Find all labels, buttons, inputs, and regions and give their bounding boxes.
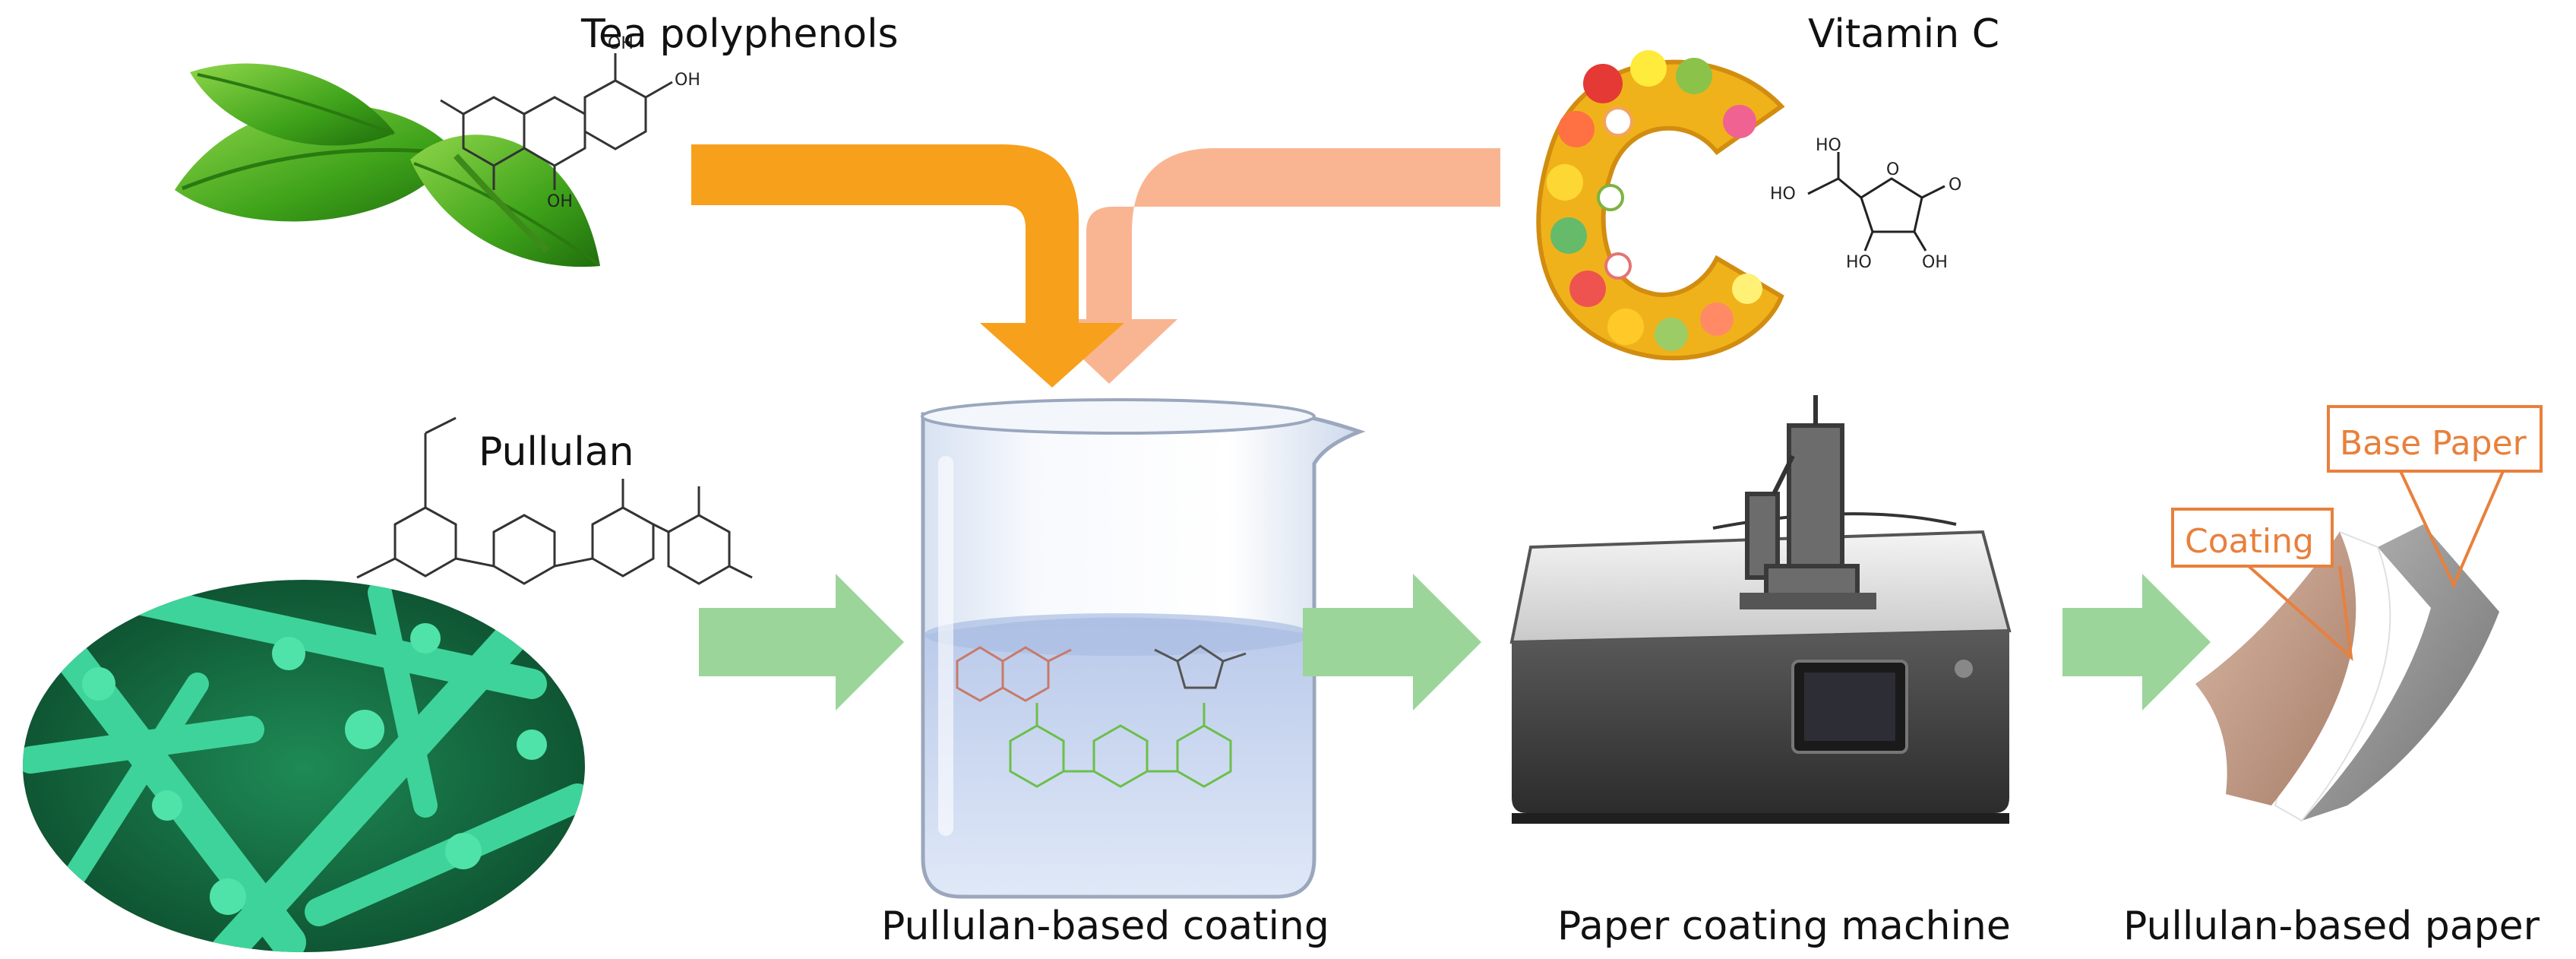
vitamin-c-label: Vitamin C (1808, 11, 1999, 57)
flow-arrow-2 (1303, 574, 1481, 711)
pullulan-based-coating-label: Pullulan-based coating (881, 904, 1329, 949)
vitc-ho-label-1: HO (1816, 136, 1841, 155)
vitc-o-label-2: O (1949, 176, 1961, 195)
base-paper-callout-label: Base Paper (2340, 424, 2527, 463)
vitamin-c-fruit-icon (1536, 50, 1785, 361)
base-paper-callout: Base Paper (2327, 405, 2543, 589)
paper-coating-machine-label: Paper coating machine (1557, 904, 2011, 949)
tea-oh-label-3: OH (547, 192, 573, 211)
beaker-icon (921, 398, 1366, 899)
tea-oh-label-2: OH (675, 71, 700, 90)
flow-arrow-3 (2062, 574, 2211, 711)
flow-arrow-1 (699, 574, 904, 711)
coating-machine-icon (1509, 395, 2012, 824)
vitc-ho-label-3: HO (1846, 253, 1872, 272)
tea-molecule-in-liquid (956, 646, 1072, 702)
vitamin-c-structure (1807, 152, 1945, 252)
tea-polyphenol-structure (440, 53, 673, 190)
pullulan-based-paper-label: Pullulan-based paper (2123, 904, 2540, 949)
microbe-micrograph-icon (23, 580, 585, 952)
vitc-oh-label: OH (1922, 253, 1948, 272)
tea-oh-label-1: OH (608, 34, 634, 53)
coating-callout: Coating (2171, 508, 2353, 662)
pullulan-molecule-in-liquid (1009, 703, 1232, 788)
pullulan-label: Pullulan (479, 429, 634, 475)
coating-callout-label: Coating (2185, 522, 2314, 561)
vitc-ho-label-2: HO (1770, 185, 1796, 204)
pullulan-structure (356, 416, 753, 585)
tea-polyphenols-arrow (691, 144, 1124, 388)
vitc-o-label-1: O (1886, 160, 1899, 179)
vitamin-c-arrow (1041, 148, 1500, 384)
tea-leaves-icon (175, 63, 600, 267)
vitc-molecule-in-liquid (1154, 644, 1247, 689)
tea-polyphenols-label: Tea polyphenols (580, 11, 899, 57)
layered-paper-icon (2195, 524, 2499, 822)
